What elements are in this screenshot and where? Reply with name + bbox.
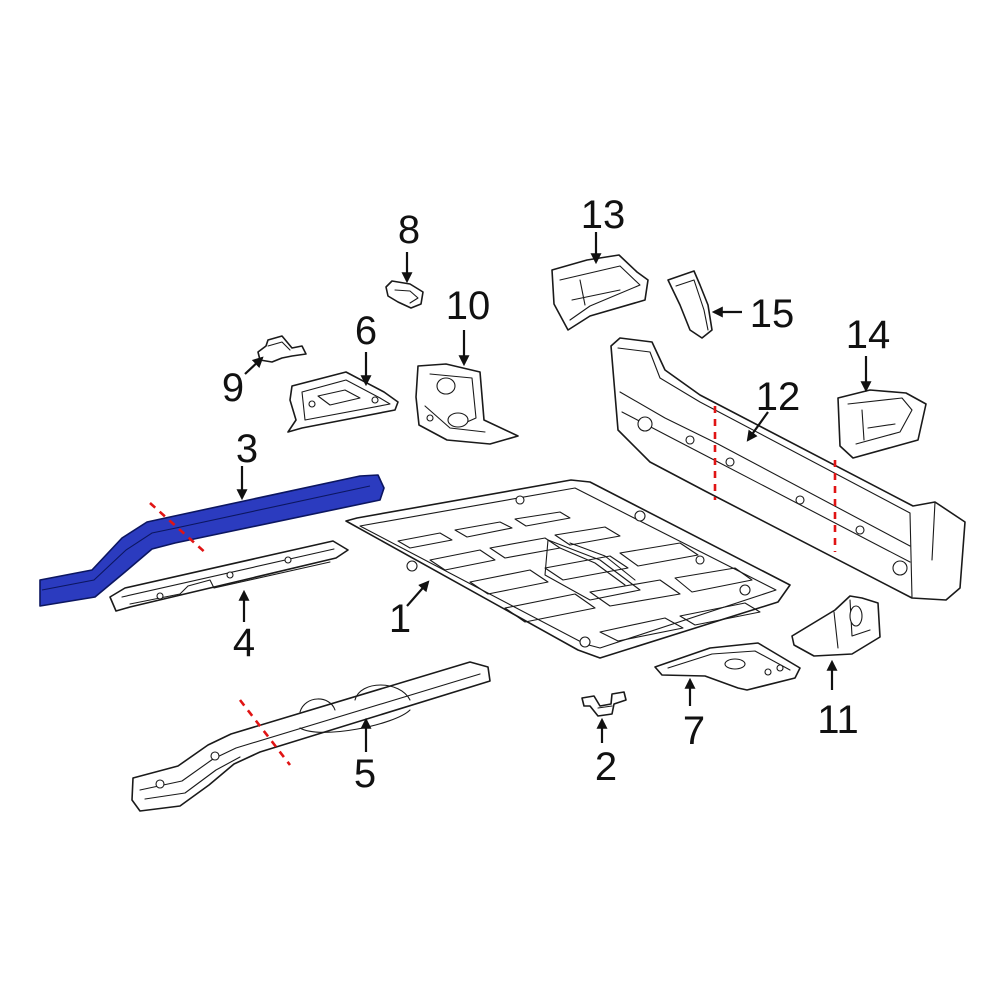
arrow-9 [244,356,264,375]
leader-arrows [236,232,872,752]
arrow-12 [746,411,769,442]
part-1-floor-pan[interactable] [345,479,791,659]
part-15-brace[interactable] [667,270,713,339]
part-14-bracket[interactable] [837,389,927,459]
part-8-cap[interactable] [385,280,424,309]
cut-lines [149,406,837,766]
callout-11: 11 [817,698,859,742]
callout-labels: 1 2 3 4 5 6 7 8 9 10 11 12 13 14 15 [222,193,890,796]
part-4-rail[interactable] [109,540,349,612]
part-9-clip[interactable] [257,335,307,363]
callout-13: 13 [581,193,626,237]
part-10-bracket[interactable] [415,363,519,445]
callout-5: 5 [354,752,376,796]
callout-10: 10 [446,284,491,328]
callout-14: 14 [846,313,891,357]
part-5-lower-rail[interactable] [131,661,491,812]
callout-7: 7 [683,709,705,753]
part-11-corner-bracket[interactable] [791,595,881,657]
part-12-side-sill[interactable] [610,337,966,601]
callout-2: 2 [595,745,617,789]
callout-15: 15 [750,292,795,336]
cut-line-part-5 [238,699,292,766]
part-7-lower-plate[interactable] [654,642,801,691]
callout-4: 4 [233,621,255,665]
callout-9: 9 [222,366,244,410]
callout-3: 3 [236,427,258,471]
callout-6: 6 [355,309,377,353]
part-6-plate[interactable] [287,371,399,433]
part-2-bracket[interactable] [581,691,627,717]
part-3-highlighted-rail[interactable] [39,474,385,607]
arrow-1 [406,580,430,607]
part-13-upper-bracket[interactable] [551,254,649,331]
callout-12: 12 [756,375,801,419]
callout-8: 8 [398,208,420,252]
callout-1: 1 [389,597,411,641]
